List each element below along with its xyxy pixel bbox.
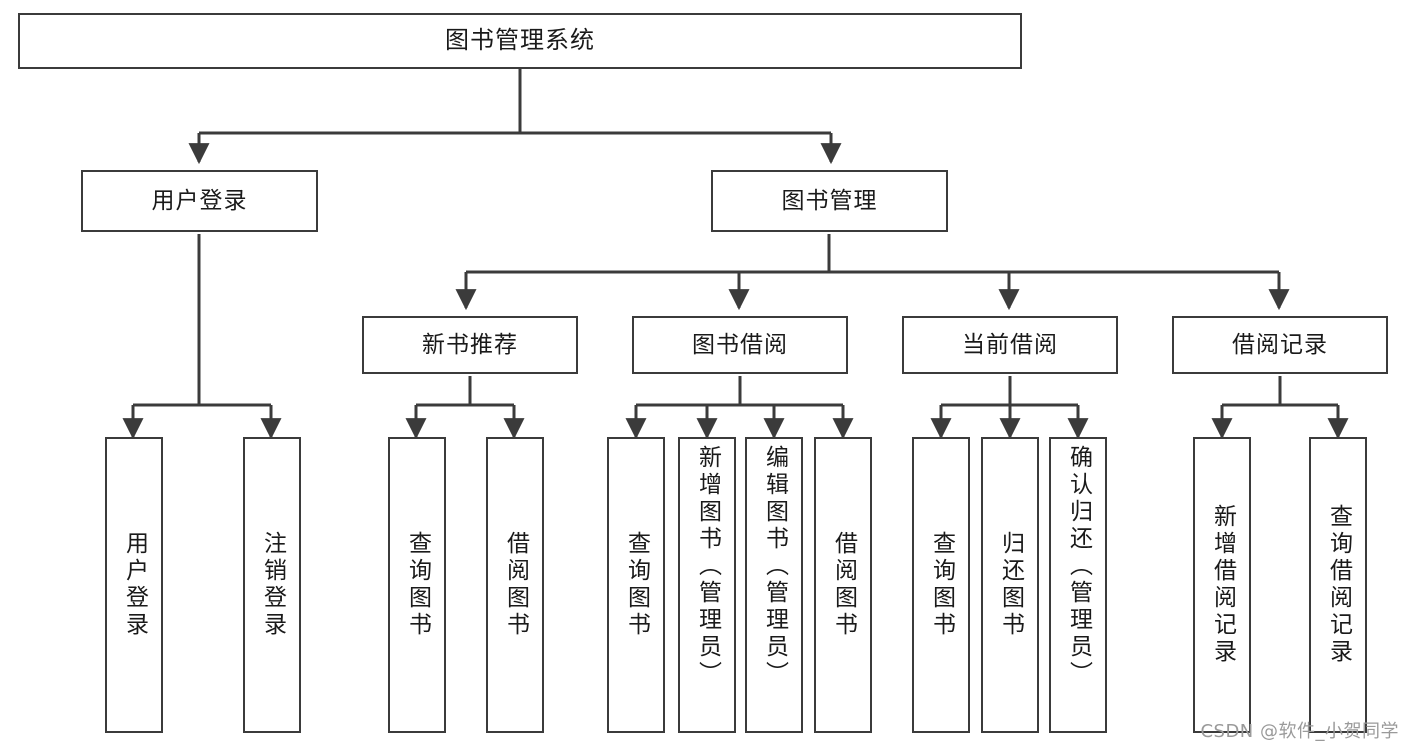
- leaf-label: 借阅图书: [830, 531, 857, 639]
- leaf-current-borrow-return[interactable]: 归还图书: [981, 437, 1039, 733]
- leaf-label: 借阅图书: [502, 531, 529, 639]
- leaf-label: 归还图书: [997, 531, 1024, 639]
- leaf-label: 查询借阅记录: [1325, 504, 1352, 666]
- leaf-current-borrow-query[interactable]: 查询图书: [912, 437, 970, 733]
- node-label: 当前借阅: [962, 331, 1058, 358]
- leaf-label: 用户登录: [121, 531, 148, 639]
- leaf-borrow-record-query[interactable]: 查询借阅记录: [1309, 437, 1367, 733]
- leaf-label: 查询图书: [404, 531, 431, 639]
- node-book-borrow[interactable]: 图书借阅: [632, 316, 848, 374]
- leaf-label: 新增借阅记录: [1209, 504, 1236, 666]
- csdn-watermark: CSDN @软件_小贺同学: [1200, 721, 1399, 742]
- node-borrow-record[interactable]: 借阅记录: [1172, 316, 1388, 374]
- leaf-label: 新增图书（管理员）: [694, 445, 721, 688]
- node-label: 用户登录: [151, 187, 248, 214]
- leaf-label: 查询图书: [623, 531, 650, 639]
- node-new-book-recommend[interactable]: 新书推荐: [362, 316, 578, 374]
- edges-bookborrow-to-leaves: [625, 376, 854, 440]
- leaf-book-borrow-add[interactable]: 新增图书（管理员）: [678, 437, 736, 733]
- node-label: 图书借阅: [692, 331, 788, 358]
- leaf-book-borrow-borrow[interactable]: 借阅图书: [814, 437, 872, 733]
- edges-borrowrecord-to-leaves: [1211, 376, 1349, 440]
- node-book-management[interactable]: 图书管理: [711, 170, 948, 232]
- leaf-current-borrow-confirm-return[interactable]: 确认归还（管理员）: [1049, 437, 1107, 733]
- node-user-login[interactable]: 用户登录: [81, 170, 318, 232]
- leaf-borrow-record-add[interactable]: 新增借阅记录: [1193, 437, 1251, 733]
- edges-root-to-level1: [188, 69, 842, 165]
- leaf-user-login-login[interactable]: 用户登录: [105, 437, 163, 733]
- edges-userlogin-to-leaves: [122, 234, 282, 440]
- node-label: 借阅记录: [1232, 331, 1328, 358]
- leaf-book-borrow-query[interactable]: 查询图书: [607, 437, 665, 733]
- leaf-label: 编辑图书（管理员）: [761, 445, 788, 688]
- leaf-label: 确认归还（管理员）: [1065, 445, 1092, 688]
- node-label: 图书管理: [781, 187, 878, 214]
- leaf-new-book-borrow[interactable]: 借阅图书: [486, 437, 544, 733]
- node-current-borrow[interactable]: 当前借阅: [902, 316, 1118, 374]
- edges-newbook-to-leaves: [405, 376, 525, 440]
- node-root-book-management-system[interactable]: 图书管理系统: [18, 13, 1022, 69]
- node-label: 新书推荐: [422, 331, 518, 358]
- leaf-label: 查询图书: [928, 531, 955, 639]
- node-label: 图书管理系统: [445, 26, 595, 55]
- leaf-new-book-query[interactable]: 查询图书: [388, 437, 446, 733]
- leaf-book-borrow-edit[interactable]: 编辑图书（管理员）: [745, 437, 803, 733]
- leaf-user-login-logout[interactable]: 注销登录: [243, 437, 301, 733]
- edges-currentborrow-to-leaves: [930, 376, 1089, 440]
- edges-bookmgmt-to-level2: [455, 234, 1290, 311]
- leaf-label: 注销登录: [259, 531, 286, 639]
